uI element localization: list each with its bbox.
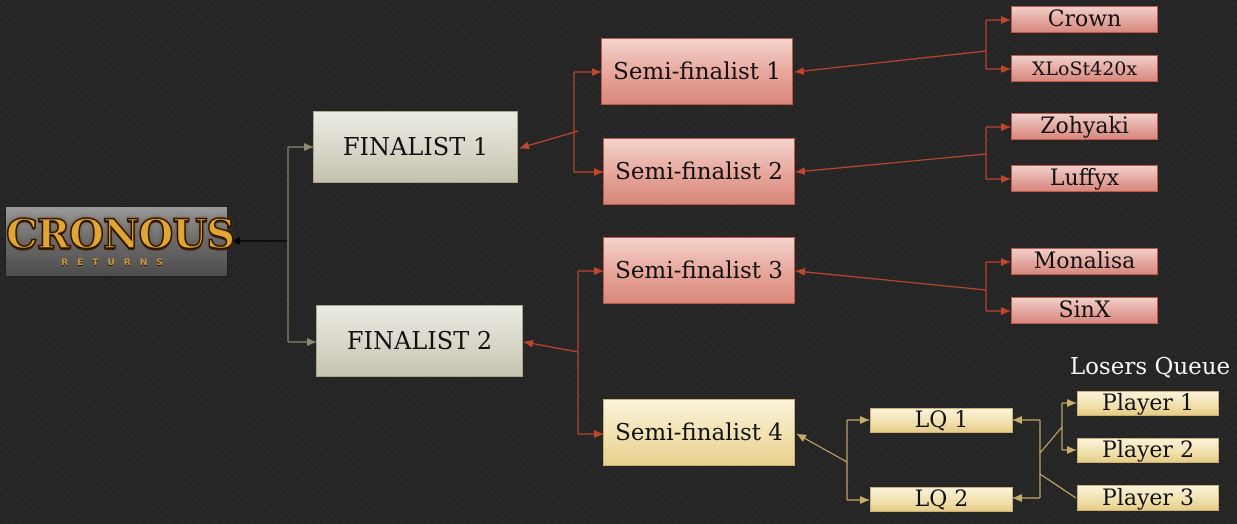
player-zohyaki-box: Zohyaki [1011,113,1158,140]
lq-1-box: LQ 1 [870,408,1013,433]
lq-player-2-box: Player 2 [1077,438,1219,463]
finalist-1-label: FINALIST 1 [342,133,489,161]
semifinalist-3-box: Semi-finalist 3 [603,237,795,304]
semifinalist-4-label: Semi-finalist 4 [615,419,783,446]
logo-sub-text: RETURNS [61,258,172,268]
semifinalist-1-label: Semi-finalist 1 [613,58,781,85]
semifinalist-1-box: Semi-finalist 1 [601,38,793,105]
player-sinx-label: SinX [1058,298,1111,323]
finalist-2-box: FINALIST 2 [316,305,523,377]
lq-player-1-box: Player 1 [1077,391,1219,416]
player-luffyx-box: Luffyx [1011,165,1158,192]
connector-semi-3 [795,258,1010,315]
lq-1-label: LQ 1 [914,408,969,433]
player-monalisa-box: Monalisa [1011,248,1158,275]
cronous-logo: CRONOUS RETURNS [5,206,236,277]
lq-player-1-label: Player 1 [1102,391,1194,416]
connector-finalist-2 [523,267,603,438]
player-crown-label: Crown [1047,7,1122,32]
finalist-2-label: FINALIST 2 [346,327,493,355]
semifinalist-4-box: Semi-finalist 4 [603,399,795,466]
semifinalist-2-box: Semi-finalist 2 [603,138,795,205]
finalist-1-box: FINALIST 1 [313,111,518,183]
player-monalisa-label: Monalisa [1033,249,1136,274]
connector-semi-2 [795,123,1010,183]
connector-finalists [287,143,316,346]
player-sinx-box: SinX [1011,297,1158,324]
losers-queue-title: Losers Queue [1069,354,1231,380]
connector-finalist-1 [519,68,603,176]
lq-player-3-label: Player 3 [1102,485,1194,511]
lq-2-box: LQ 2 [870,487,1013,512]
lq-player-3-box: Player 3 [1077,485,1219,511]
semifinalist-3-label: Semi-finalist 3 [615,257,783,284]
lq-2-label: LQ 2 [914,487,969,512]
player-luffyx-label: Luffyx [1049,166,1120,191]
semifinalist-2-label: Semi-finalist 2 [615,158,783,185]
player-crown-box: Crown [1011,6,1158,33]
player-xlost420x-box: XLoSt420x [1011,55,1158,82]
connector-semi-1 [794,16,1010,75]
connector-semi-4 [796,416,869,504]
connector-losers-queue [1013,399,1077,502]
player-zohyaki-label: Zohyaki [1040,114,1129,139]
lq-player-2-label: Player 2 [1102,438,1194,463]
logo-main-text: CRONOUS [5,210,236,259]
player-xlost420x-label: XLoSt420x [1031,57,1138,80]
